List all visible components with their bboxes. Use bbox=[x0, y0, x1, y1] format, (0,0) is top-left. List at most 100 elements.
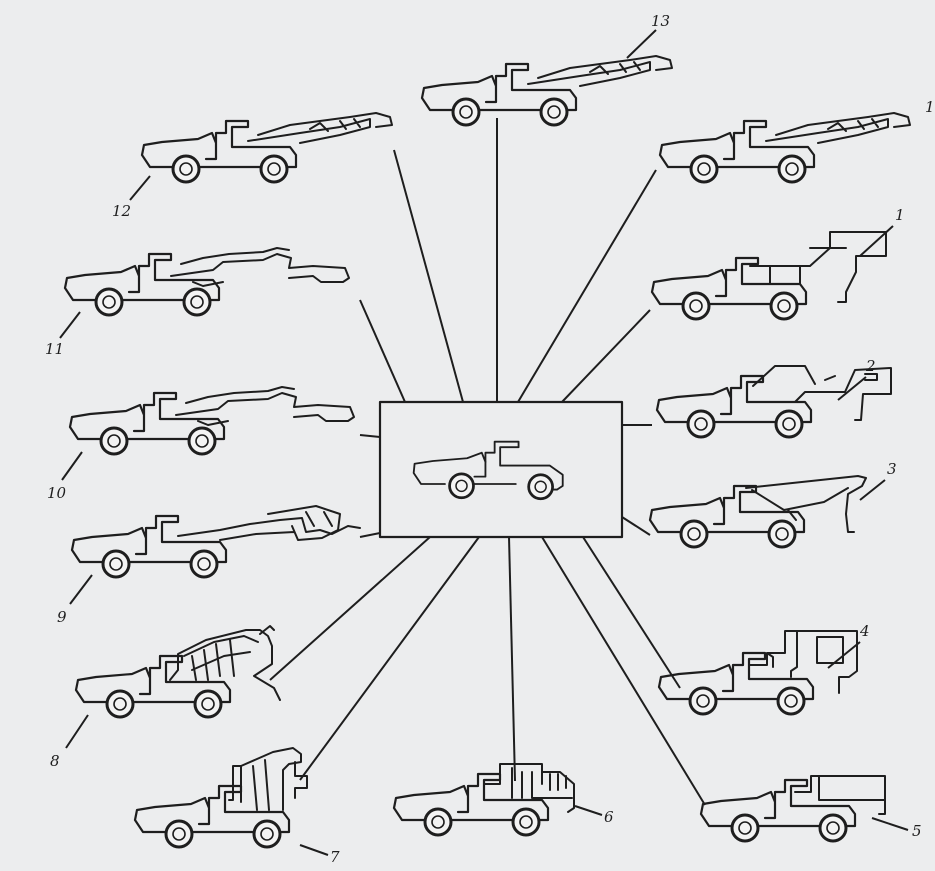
front-wheel bbox=[94, 287, 124, 317]
machine-variants bbox=[63, 55, 911, 849]
machine-m1b bbox=[658, 112, 911, 184]
attachment-boom-long bbox=[247, 112, 393, 144]
rear-wheel bbox=[539, 97, 569, 127]
connector-m5 bbox=[541, 536, 706, 806]
front-wheel bbox=[423, 807, 453, 837]
rear-wheel bbox=[189, 549, 219, 579]
label-m7: 7 bbox=[330, 848, 340, 866]
machine-m2 bbox=[655, 365, 892, 439]
label-m5: 5 bbox=[912, 822, 922, 840]
carrier-body bbox=[650, 256, 808, 306]
label-m9: 9 bbox=[57, 608, 67, 626]
connector-m1b bbox=[517, 169, 657, 403]
attachment-platform bbox=[749, 231, 887, 303]
rear-wheel bbox=[776, 686, 806, 716]
rear-wheel bbox=[252, 819, 282, 849]
carrier-body bbox=[648, 484, 806, 534]
label-m3: 3 bbox=[887, 460, 897, 478]
rear-wheel bbox=[182, 287, 212, 317]
label-m12: 12 bbox=[112, 202, 131, 220]
carrier-body bbox=[699, 778, 857, 828]
carrier-body bbox=[70, 514, 228, 564]
machine-m6 bbox=[392, 763, 575, 837]
carrier-body bbox=[140, 119, 298, 169]
label-m11: 11 bbox=[45, 340, 64, 358]
rear-wheel bbox=[777, 154, 807, 184]
front-wheel bbox=[686, 409, 716, 439]
attachment-crane bbox=[228, 747, 308, 811]
front-wheel bbox=[105, 689, 135, 719]
connector-m3 bbox=[621, 516, 651, 536]
connector-m4 bbox=[582, 536, 681, 689]
machine-m9 bbox=[70, 505, 361, 579]
carrier-body bbox=[655, 374, 813, 424]
carrier-body bbox=[133, 784, 291, 834]
center-box bbox=[378, 400, 624, 539]
front-wheel bbox=[688, 686, 718, 716]
rear-wheel bbox=[774, 409, 804, 439]
attachment-mixer bbox=[169, 625, 281, 701]
connector-m8 bbox=[269, 536, 431, 681]
base-carrier bbox=[412, 440, 564, 501]
carrier-body bbox=[68, 391, 226, 441]
label-m1: 1 bbox=[895, 206, 905, 224]
carrier-body bbox=[74, 654, 232, 704]
connector-m7 bbox=[299, 536, 480, 781]
front-wheel bbox=[164, 819, 194, 849]
connector-m12 bbox=[393, 149, 464, 403]
machine-m1 bbox=[650, 231, 887, 321]
attachment-boom-long bbox=[765, 112, 911, 144]
front-wheel bbox=[730, 813, 760, 843]
rear-wheel bbox=[511, 807, 541, 837]
front-wheel bbox=[171, 154, 201, 184]
connector-m11 bbox=[359, 299, 406, 403]
rear-wheel bbox=[187, 426, 217, 456]
label-m4: 4 bbox=[859, 622, 870, 640]
label-m13: 13 bbox=[651, 12, 670, 30]
connector-m10 bbox=[359, 434, 381, 438]
attachment-box-plain bbox=[794, 775, 886, 815]
attachment-boom-double bbox=[170, 247, 350, 287]
label-m10: 10 bbox=[47, 484, 67, 502]
front-wheel bbox=[451, 97, 481, 127]
connector-m1 bbox=[561, 309, 651, 403]
machine-m13 bbox=[420, 55, 673, 127]
attachment-boom-double bbox=[175, 386, 355, 426]
front-wheel bbox=[681, 291, 711, 321]
attachment-bucket bbox=[745, 475, 867, 533]
rear-wheel bbox=[767, 519, 797, 549]
label-m8: 8 bbox=[50, 752, 60, 770]
attachment-box-high bbox=[748, 630, 858, 694]
connector-m6 bbox=[508, 536, 516, 782]
rear-wheel bbox=[818, 813, 848, 843]
rear-wheel bbox=[769, 291, 799, 321]
machine-m7 bbox=[133, 747, 308, 849]
labels: 13 1 12 1 11 2 10 3 9 4 8 7 6 5 bbox=[45, 12, 935, 866]
attachment-boom-long bbox=[527, 55, 673, 87]
machine-m11 bbox=[63, 247, 350, 317]
attachment-box-arm bbox=[746, 365, 892, 421]
carrier-body bbox=[658, 119, 816, 169]
front-wheel bbox=[101, 549, 131, 579]
front-wheel bbox=[689, 154, 719, 184]
machine-m12 bbox=[140, 112, 393, 184]
attachment-box-grille bbox=[483, 763, 575, 813]
label-m6: 6 bbox=[604, 808, 614, 826]
carrier-body bbox=[420, 62, 578, 112]
connector-lines bbox=[269, 118, 706, 806]
rear-wheel bbox=[193, 689, 223, 719]
machine-m4 bbox=[657, 630, 858, 716]
connector-m9 bbox=[359, 532, 381, 538]
front-wheel bbox=[679, 519, 709, 549]
carrier-body bbox=[63, 252, 221, 302]
front-wheel bbox=[99, 426, 129, 456]
attachment-frame-boom bbox=[177, 505, 361, 541]
machine-m3 bbox=[648, 475, 867, 549]
machine-m5 bbox=[699, 775, 886, 843]
carrier-body bbox=[657, 651, 815, 701]
machine-m10 bbox=[68, 386, 355, 456]
label-m1b: 1 bbox=[925, 98, 935, 116]
label-m2: 2 bbox=[865, 357, 876, 375]
rear-wheel bbox=[259, 154, 289, 184]
